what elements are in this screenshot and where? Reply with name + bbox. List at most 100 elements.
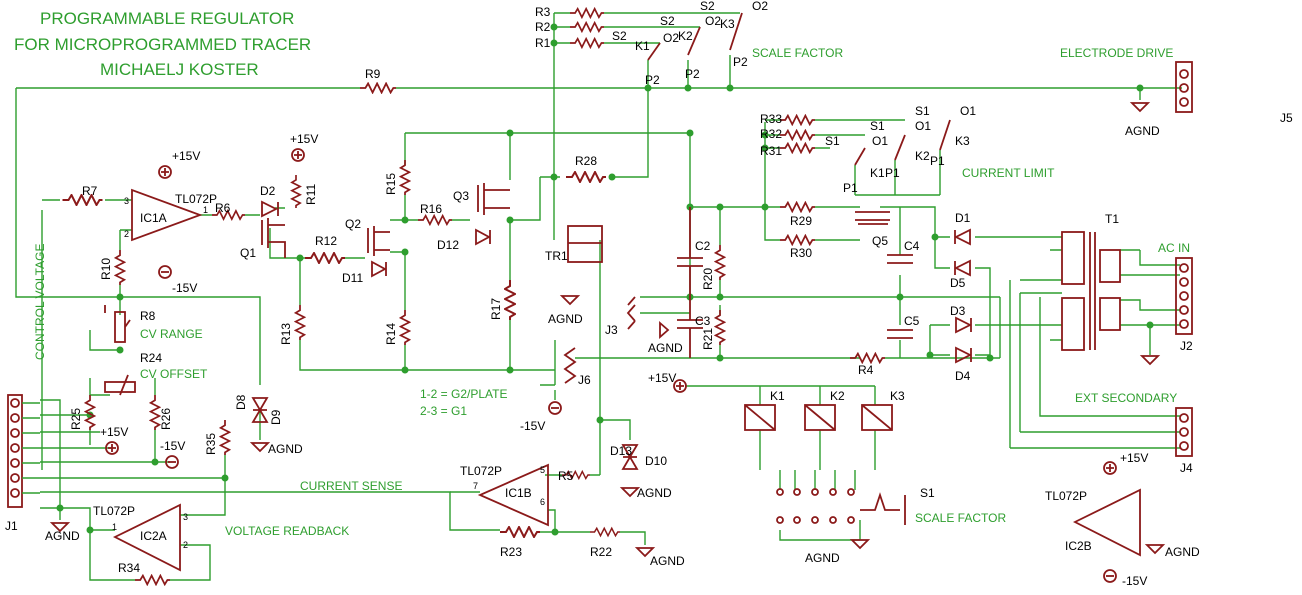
label-k1: K1 (635, 39, 650, 53)
resistor-r2 (570, 21, 604, 33)
label-r1: R1 (535, 36, 551, 50)
junction (608, 173, 616, 181)
resistor-r31 (780, 142, 815, 154)
label-r21: R21 (701, 328, 715, 350)
pin (1179, 305, 1189, 315)
resistor-r15 (399, 160, 411, 195)
junction (716, 203, 724, 211)
pin (829, 488, 837, 496)
label-d5: D5 (950, 276, 966, 290)
relay-contacts-limit (854, 119, 951, 166)
junction (596, 416, 604, 424)
label-r32: R32 (760, 127, 782, 141)
label-r9: R9 (365, 67, 381, 81)
transformer-t1-p2 (1061, 231, 1085, 285)
relay-coils (744, 404, 893, 431)
pin (10, 398, 20, 408)
label-c3: C3 (695, 314, 711, 328)
transformer-t1-s2 (1099, 249, 1121, 283)
pin (10, 413, 20, 423)
junction (550, 39, 558, 47)
junction (986, 354, 994, 362)
capacitor-c5 (887, 329, 913, 339)
junction (296, 254, 304, 262)
label-ic2b: IC2B (1065, 539, 1092, 553)
label-o1: O1 (915, 119, 931, 133)
op-amps: 3 2 1 5 7 6 3 2 1 (112, 188, 1141, 572)
label-p2: P2 (733, 55, 748, 69)
junction (896, 293, 904, 301)
label-minus15v: -15V (520, 419, 545, 433)
minus15v-symbol (158, 265, 172, 279)
pin (776, 488, 784, 496)
plus-sign (108, 444, 116, 452)
junction (151, 458, 159, 466)
mosfet-q5 (855, 211, 890, 225)
label-r33: R33 (760, 112, 782, 126)
label-k3: K3 (720, 17, 735, 31)
resistor-r28 (564, 171, 608, 183)
label-agnd: AGND (805, 551, 840, 565)
junction (550, 173, 558, 181)
connector-j2 (1175, 257, 1193, 335)
resistor-r13 (294, 305, 306, 340)
label-r3: R3 (535, 5, 551, 19)
label-r12: R12 (315, 234, 337, 248)
plus-sign (161, 168, 169, 176)
label-r26: R26 (159, 408, 173, 430)
transformer-t1-s1 (1099, 297, 1121, 331)
resistor-r4 (850, 352, 885, 364)
label-d3: D3 (950, 304, 966, 318)
junction (401, 216, 409, 224)
connector-j1 (7, 394, 23, 508)
diode-d3 (955, 316, 973, 334)
connector-j5 (1175, 61, 1193, 113)
label-voltage-readback: VOLTAGE READBACK (225, 524, 349, 538)
resistor-r34 (135, 574, 170, 586)
resistor-r22 (590, 527, 620, 537)
label-r20: R20 (701, 268, 715, 290)
agnd-symbol (559, 295, 581, 306)
label-k3: K3 (890, 389, 905, 403)
resistor-r9 (360, 82, 396, 94)
label-k2: K2 (915, 149, 930, 163)
j1-leads (22, 402, 40, 494)
diode-d8-d9 (251, 397, 269, 423)
resistor-r16 (418, 214, 452, 226)
label-current-sense: CURRENT SENSE (300, 479, 402, 493)
label-s1-scale-factor: SCALE FACTOR (915, 511, 1006, 525)
junction (506, 216, 514, 224)
junction (761, 203, 769, 211)
pin (1179, 277, 1189, 287)
pin (1179, 69, 1189, 79)
title-block: PROGRAMMABLE REGULATOR FOR MICROPROGRAMM… (14, 9, 311, 79)
relay-coil-k3 (861, 404, 893, 431)
title-line-2: FOR MICROPROGRAMMED TRACER (14, 35, 311, 54)
plus15v-symbol (1103, 461, 1117, 475)
diode-d5 (953, 259, 971, 277)
junction (926, 351, 934, 359)
label-agnd: AGND (45, 529, 80, 543)
resistor-r23 (500, 526, 540, 538)
label-agnd: AGND (1165, 545, 1200, 559)
junction (761, 131, 769, 139)
junction (550, 23, 558, 31)
label-j1: J1 (5, 519, 18, 533)
label-plus15v: +15V (172, 149, 200, 163)
label-r31: R31 (760, 144, 782, 158)
label-s2: S2 (660, 14, 675, 28)
label-r10: R10 (99, 258, 113, 280)
transformer-tr1 (567, 225, 603, 263)
label-d8: D8 (234, 394, 248, 410)
mosfet-q2 (367, 226, 390, 256)
power-symbols (49, 102, 1166, 583)
pin: 7 (473, 481, 478, 491)
junction (506, 366, 514, 374)
junction (726, 84, 734, 92)
junction (86, 526, 94, 534)
label-plus15v: +15V (648, 371, 676, 385)
label-tr1: TR1 (545, 249, 568, 263)
label-o2: O2 (705, 14, 721, 28)
label-s1: S1 (825, 134, 840, 148)
label-agnd: AGND (268, 442, 303, 456)
